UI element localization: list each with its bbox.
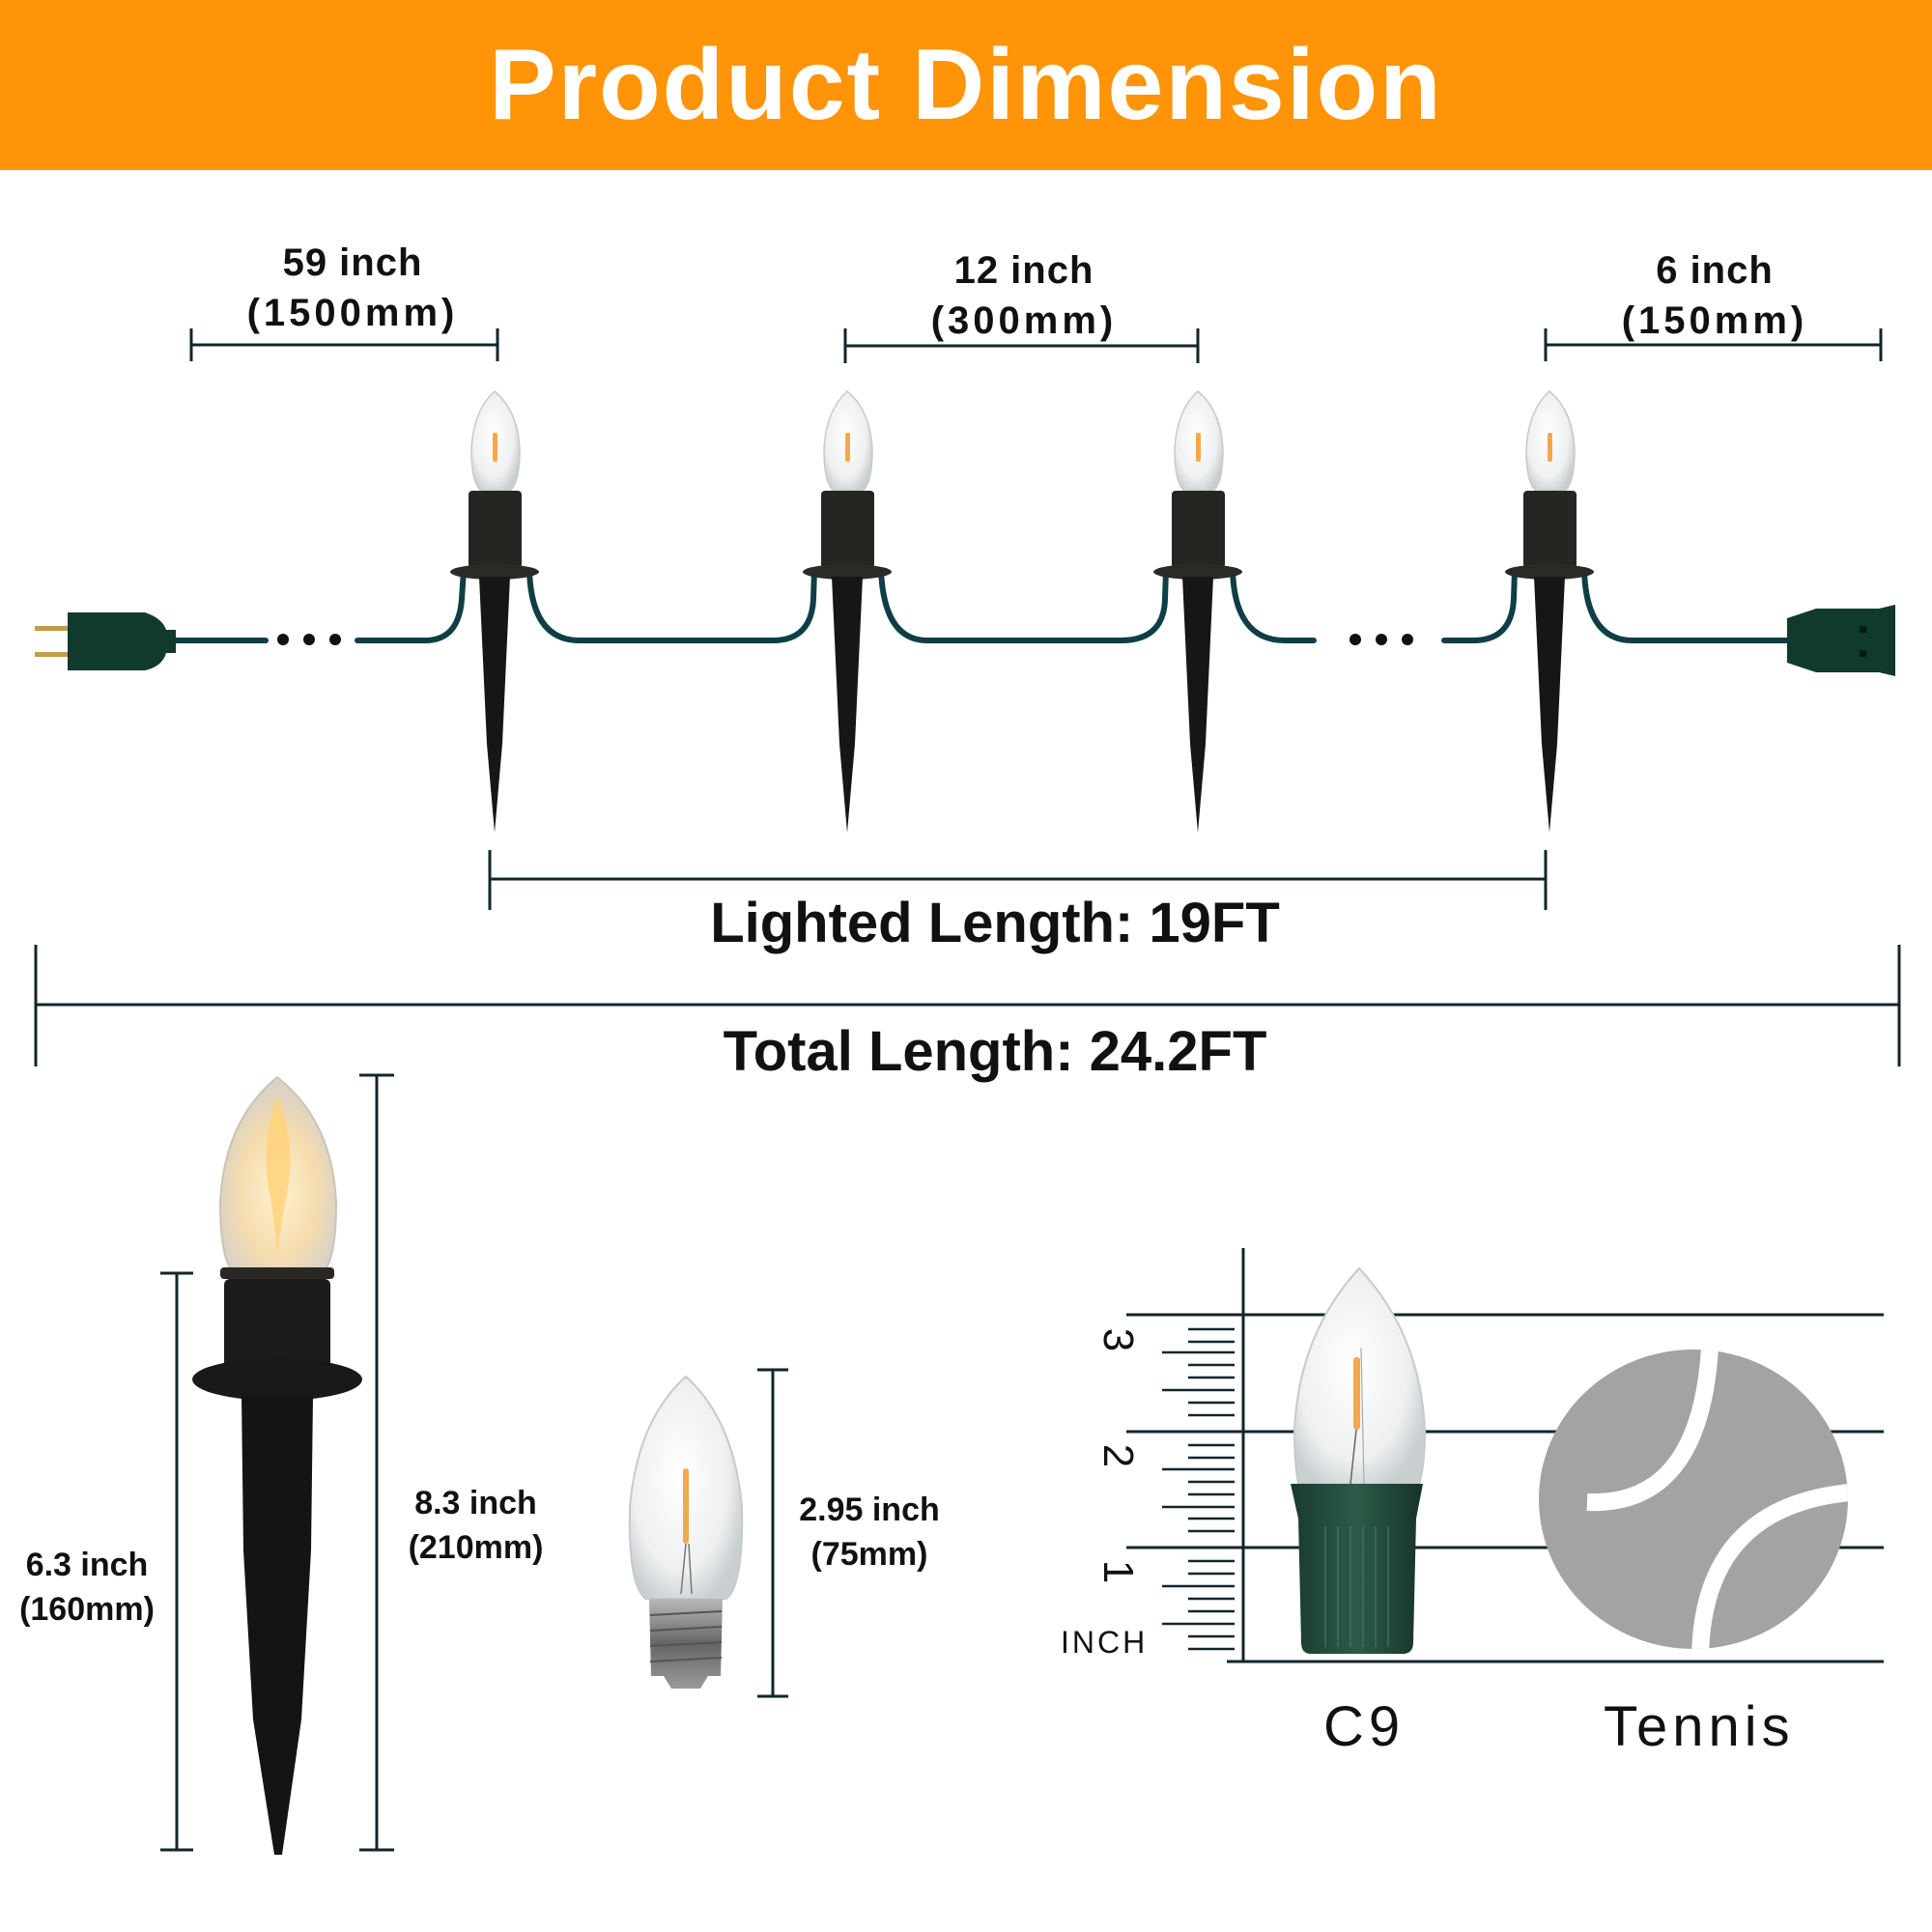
bulb-spacing-mm: (300mm) — [930, 299, 1118, 342]
stake-light-4 — [1505, 390, 1594, 833]
end-cord-label: 6 inch (150mm) — [1565, 245, 1864, 346]
bulb-spacing-inch: 12 inch — [953, 249, 1094, 292]
total-height-dimension-line — [359, 1073, 394, 1852]
stake-height-dimension-line — [160, 1271, 193, 1852]
end-cord-mm: (150mm) — [1621, 299, 1808, 342]
total-length-dimension-line — [34, 945, 1901, 1066]
bulb-height-label: 2.95 inch (75mm) — [787, 1488, 952, 1577]
stake-height-mm: (160mm) — [19, 1591, 155, 1628]
lead-cord-mm: (1500mm) — [246, 292, 459, 334]
total-height-inch: 8.3 inch — [414, 1485, 537, 1521]
tennis-ball-icon — [1539, 1350, 1848, 1649]
bulb-spacing-dimension-line — [843, 328, 1200, 363]
lighted-length-label: Lighted Length: 19FT — [710, 892, 1280, 954]
lead-cord-label: 59 inch (1500mm) — [203, 238, 502, 338]
lead-cord-dimension-line — [189, 328, 499, 361]
bulb-spacing-label: 12 inch (300mm) — [874, 245, 1174, 346]
c9-bulb-illustration — [1291, 1266, 1427, 1654]
ellipsis-dots-left — [277, 634, 341, 645]
ellipsis-dots-right — [1350, 634, 1413, 645]
bulb-height-dimension-line — [757, 1368, 788, 1698]
bulb-detail-illustration — [628, 1375, 744, 1689]
end-cord-inch: 6 inch — [1656, 249, 1774, 292]
bulb-height-mm: (75mm) — [810, 1536, 928, 1573]
stake-light-3 — [1153, 390, 1242, 833]
ruler-mark-1: 1 — [1094, 1559, 1143, 1584]
tennis-label: Tennis — [1604, 1695, 1795, 1758]
ruler-mark-3: 3 — [1094, 1327, 1143, 1352]
total-length-label: Total Length: 24.2FT — [723, 1020, 1267, 1083]
ruler-mark-2: 2 — [1094, 1443, 1143, 1468]
stake-detail-illustration — [192, 1075, 362, 1855]
stake-light-2 — [803, 390, 892, 833]
male-plug-icon — [35, 612, 176, 670]
lead-cord-inch: 59 inch — [282, 242, 423, 284]
total-height-mm: (210mm) — [408, 1529, 544, 1566]
c9-label: C9 — [1323, 1695, 1406, 1758]
female-plug-icon — [1787, 605, 1895, 676]
stake-light-1 — [450, 390, 539, 833]
ruler-ticks — [1162, 1327, 1235, 1651]
stake-height-label: 6.3 inch (160mm) — [0, 1543, 174, 1632]
total-height-label: 8.3 inch (210mm) — [391, 1481, 560, 1570]
lighted-length-dimension-line — [488, 850, 1548, 910]
ruler-unit-label: INCH — [1061, 1625, 1149, 1660]
bulb-height-inch: 2.95 inch — [799, 1492, 940, 1528]
page-title: Product Dimension — [489, 28, 1443, 141]
stake-height-inch: 6.3 inch — [25, 1547, 149, 1583]
header-banner: Product Dimension — [0, 0, 1932, 170]
light-string-cord — [171, 567, 1790, 643]
end-cord-dimension-line — [1544, 328, 1883, 361]
